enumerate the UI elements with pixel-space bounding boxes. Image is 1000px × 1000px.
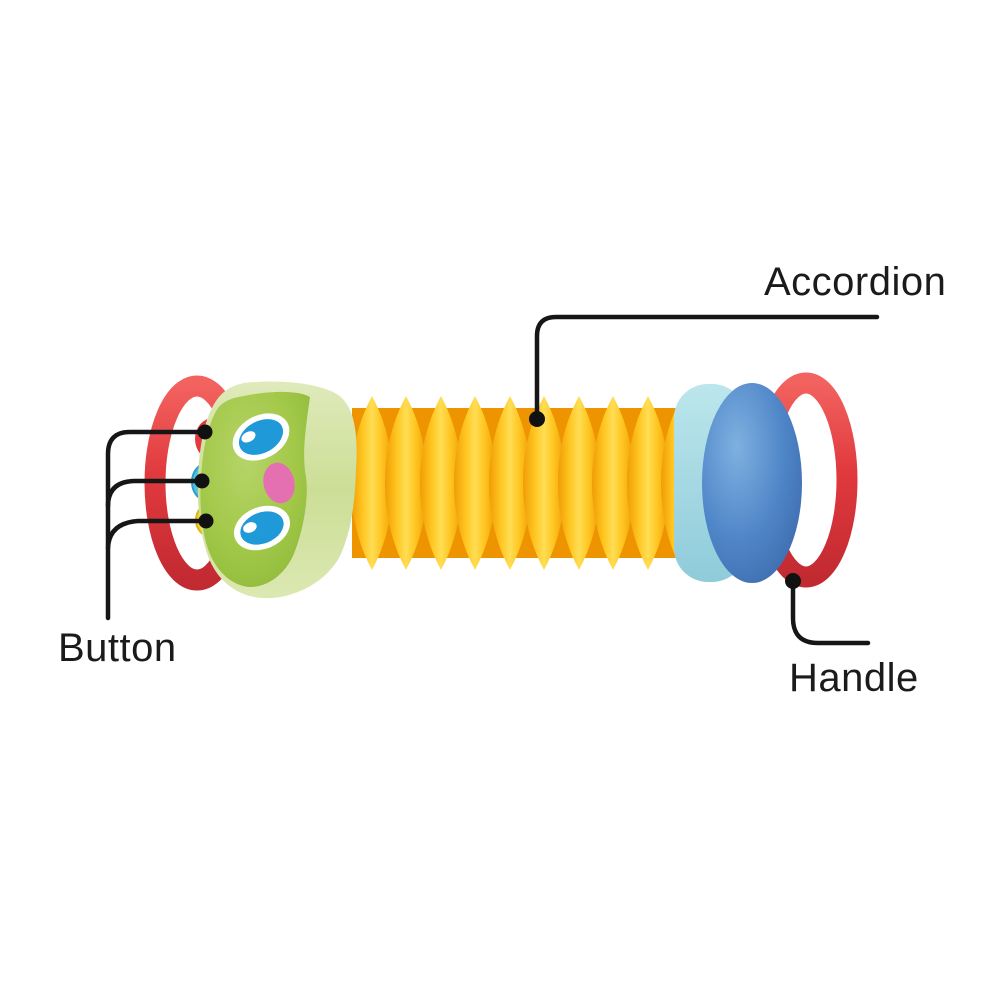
button-callout-dot-bottom [198,513,214,529]
bellows-fold [592,396,634,570]
right-end-cap [674,383,802,583]
bellows-fold [351,396,393,570]
bellows-fold [420,396,462,570]
dome [702,383,802,583]
button-label: Button [58,626,177,670]
button-callout-line-bottom [105,518,209,551]
bellows-fold [385,396,427,570]
bellows-fold [558,396,600,570]
button-callout-dot-top [197,424,213,440]
bellows-fold [489,396,531,570]
accordion-label: Accordion [764,260,947,304]
button-callout-dot-middle [194,473,210,489]
handle-label: Handle [789,656,919,700]
callouts [105,314,880,646]
button-callout-line-middle [105,478,205,509]
bellows-fold [454,396,496,570]
left-eye [232,413,290,461]
button-callout-line-top [105,429,208,621]
accordion-callout-line [534,314,880,422]
cheek [263,462,295,504]
accordion-bellows [351,396,703,570]
accordion-callout-dot [529,411,545,427]
handle-callout-line [790,578,871,646]
caterpillar-head [197,381,357,599]
bellows-fold [627,396,669,570]
handle-callout-dot [785,573,801,589]
bellows-fold [523,396,565,570]
callout-dots [194,411,801,589]
right-eye [233,505,291,551]
